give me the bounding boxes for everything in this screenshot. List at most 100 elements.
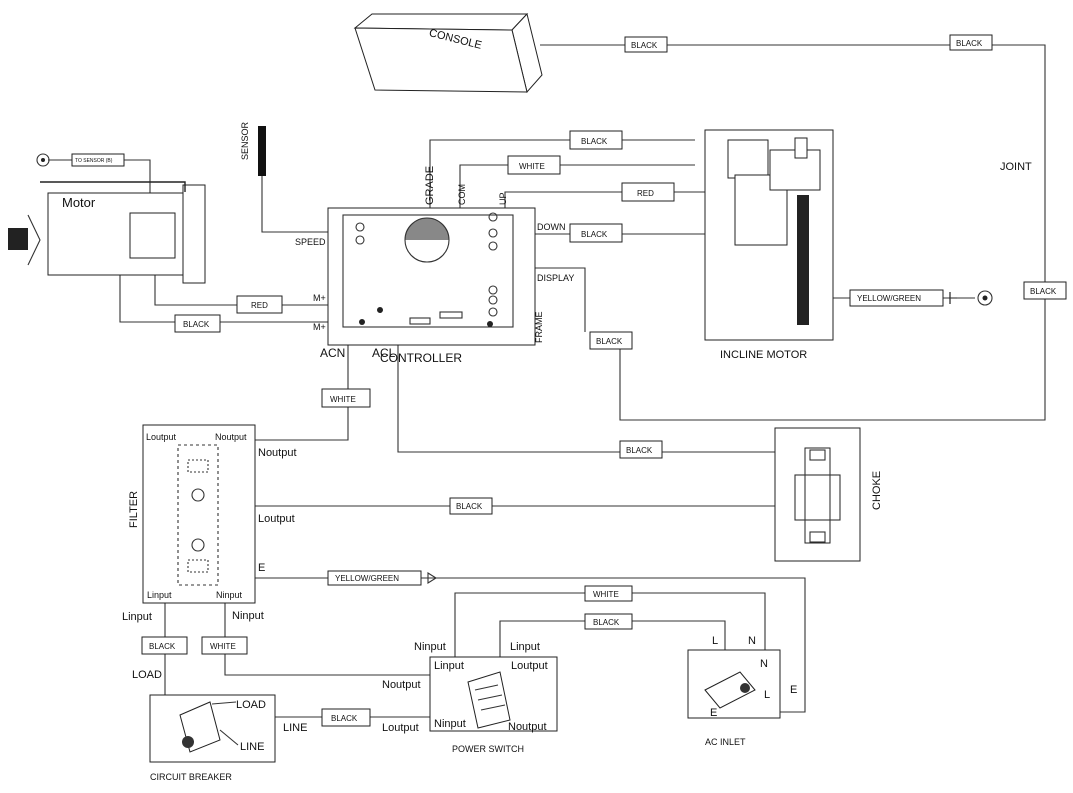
svg-text:RED: RED [251,301,268,310]
pin-up: UP [498,192,508,205]
svg-text:WHITE: WHITE [519,162,545,171]
inlet-n: N [748,635,756,647]
linput-label: Linput [122,611,152,623]
inlet-in-e: E [710,707,717,719]
sensor: SENSOR [240,121,266,176]
filter-ninput-bottom: Ninput [216,590,243,600]
ps-ninput-top: Ninput [414,641,446,653]
wire-label-choke-black: BLACK [449,497,493,515]
wire-label-up-red: RED [621,182,675,202]
svg-text:BLACK: BLACK [149,642,176,651]
filter-noutput-top: Noutput [215,432,247,442]
wire-label-console-black-1: BLACK [624,36,668,53]
wire-label-console-black-2: BLACK [949,34,993,51]
ps-in-loutput: Loutput [511,660,548,672]
pin-display: DISPLAY [537,273,574,283]
filter-label: FILTER [128,491,140,528]
ps-linput-top: Linput [510,641,540,653]
motor: TO SENSOR (B) Motor [8,153,206,284]
controller: CONTROLLER GRADE COM UP DOWN DISPLAY FRA… [295,166,574,365]
power-switch-icon [467,671,511,729]
ground-arrow-icon-filter [427,572,438,584]
console: CONSOLE [353,12,543,94]
svg-text:YELLOW/GREEN: YELLOW/GREEN [857,294,921,303]
wire-label-acl-black: BLACK [619,440,663,459]
inlet-in-l: L [764,689,770,701]
power-switch-label: POWER SWITCH [452,744,524,754]
choke-label: CHOKE [871,471,883,510]
load-label: LOAD [132,669,162,681]
svg-text:BLACK: BLACK [331,714,358,723]
wire-label-com-white: WHITE [507,155,561,175]
ps-noutput: Noutput [382,679,421,691]
pin-m-plus-1: M+ [313,293,326,303]
ac-inlet-icon [704,671,756,709]
ac-inlet: L N N L E E AC INLET [687,635,797,747]
svg-text:RED: RED [637,189,654,198]
svg-text:BLACK: BLACK [581,137,608,146]
loutput-label: Loutput [258,513,295,525]
svg-text:BLACK: BLACK [581,230,608,239]
svg-text:YELLOW/GREEN: YELLOW/GREEN [335,574,399,583]
filter: Loutput Noutput Linput Ninput FILTER Nou… [122,424,297,623]
ground-ring-icon-2 [977,290,993,306]
wire-label-grade-black: BLACK [569,130,623,150]
svg-text:WHITE: WHITE [330,395,356,404]
ps-in-linput: Linput [434,660,464,672]
circuit-breaker: LOAD LOAD LINE LINE CIRCUIT BREAKER [132,669,307,782]
wire-label-inlet-white: WHITE [584,585,633,602]
ground-symbol-incline [949,290,993,306]
choke-coil [804,447,831,544]
filter-linput-bottom: Linput [147,590,172,600]
motor-flywheel [182,184,206,284]
wires [48,44,1046,718]
line-label: LINE [283,722,307,734]
motor-label: Motor [62,195,96,210]
wire-label-linput-black: BLACK [141,636,188,655]
wire-label-display-black: BLACK [589,331,633,350]
ps-loutput: Loutput [382,722,419,734]
sensor-icon [258,126,266,176]
svg-text:BLACK: BLACK [593,618,620,627]
filter-e-label: E [258,562,265,574]
svg-text:BLACK: BLACK [183,320,210,329]
cb-load-label: LOAD [236,699,266,711]
inlet-in-n: N [760,658,768,670]
controller-label: CONTROLLER [380,351,462,365]
motor-tag: TO SENSOR (B) [75,158,113,164]
pin-com: COM [457,184,467,205]
controller-chip-icon [405,218,449,240]
incline-motor: INCLINE MOTOR [704,129,834,361]
choke: CHOKE [774,427,883,562]
wire-label-ground-yellow-green: YELLOW/GREEN [849,289,944,307]
wire-label-motor-red: RED [236,295,283,314]
wire-label-ninput-white: WHITE [201,636,248,655]
circuit-breaker-label: CIRCUIT BREAKER [150,772,232,782]
ps-in-noutput: Noutput [508,721,547,733]
incline-motor-label: INCLINE MOTOR [720,349,807,361]
pin-acn: ACN [320,346,345,360]
ac-inlet-label: AC INLET [705,737,746,747]
svg-text:WHITE: WHITE [210,642,236,651]
inlet-e: E [790,684,797,696]
ninput-label: Ninput [232,610,264,622]
power-switch: Ninput Linput Noutput Loutput Linput Lou… [382,641,558,754]
svg-text:BLACK: BLACK [596,337,623,346]
sensor-label: SENSOR [240,121,250,160]
wire-label-inlet-black: BLACK [584,613,633,630]
wire-label-filter-yellow-green: YELLOW/GREEN [327,570,422,586]
filter-body [142,424,256,604]
filter-loutput-top: Loutput [146,432,177,442]
pin-frame: FRAME [534,312,544,344]
cb-line-label: LINE [240,741,264,753]
incline-motor-screw [797,195,809,325]
svg-text:WHITE: WHITE [593,590,619,599]
motor-pulley-icon [8,228,28,250]
wire-label-down-black: BLACK [569,223,623,243]
ground-ring-icon [36,153,50,167]
svg-text:BLACK: BLACK [1030,287,1057,296]
ps-in-ninput: Ninput [434,718,466,730]
svg-text:BLACK: BLACK [626,446,653,455]
